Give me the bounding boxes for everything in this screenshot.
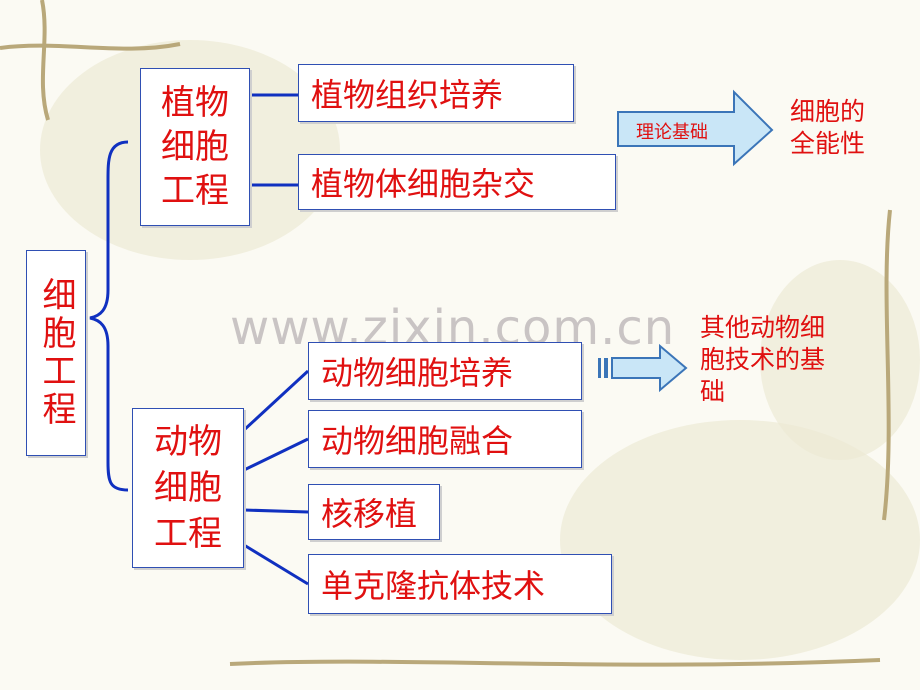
plant-item-box: 植物体细胞杂交 — [298, 154, 616, 210]
animal-result-label: 其他动物细胞技术的基础 — [700, 313, 826, 406]
root-node-label: 细胞工程 — [36, 277, 76, 429]
animal-item-label: 动物细胞融合 — [321, 422, 514, 460]
animal-item-box: 动物细胞融合 — [308, 410, 582, 468]
plant-engineering-label: 植物细胞工程 — [161, 83, 229, 211]
plant-item-label: 植物体细胞杂交 — [311, 165, 536, 203]
background-flower — [760, 260, 920, 460]
animal-item-label: 动物细胞培养 — [321, 354, 514, 392]
plant-result-label: 细胞的全能性 — [790, 97, 866, 158]
plant-engineering-box: 植物细胞工程 — [140, 68, 250, 226]
plant-item-box: 植物组织培养 — [298, 64, 574, 122]
animal-item-box: 单克隆抗体技术 — [308, 554, 612, 614]
animal-result-text: 其他动物细胞技术的基础 — [700, 312, 828, 408]
animal-engineering-label: 动物细胞工程 — [154, 422, 222, 554]
plant-item-label: 植物组织培养 — [311, 76, 504, 114]
theory-basis-label: 理论基础 — [636, 122, 708, 143]
animal-item-label: 单克隆抗体技术 — [321, 567, 546, 605]
plant-result-text: 细胞的全能性 — [790, 96, 886, 160]
animal-engineering-box: 动物细胞工程 — [132, 408, 244, 568]
animal-item-label: 核移植 — [321, 495, 418, 533]
root-node-box: 细胞工程 — [26, 250, 86, 456]
background-flower — [560, 420, 920, 660]
animal-item-box: 核移植 — [308, 484, 440, 540]
animal-item-box: 动物细胞培养 — [308, 342, 582, 400]
